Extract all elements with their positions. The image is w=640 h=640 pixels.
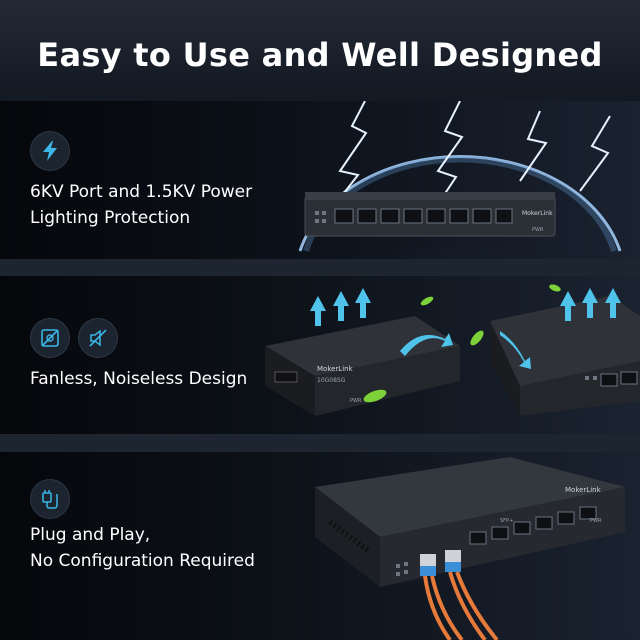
lightning-bolt-graphic bbox=[519, 110, 548, 182]
panel-divider bbox=[0, 259, 640, 276]
brand-label: MokerLink bbox=[317, 365, 354, 373]
network-switch-left: MokerLink 10G08SG PWR bbox=[265, 316, 460, 416]
leaf-decorations bbox=[363, 284, 561, 403]
airflow-illustration: MokerLink 10G08SG PWR bbox=[265, 284, 640, 416]
brand-label: MokerLink bbox=[565, 486, 602, 494]
model-label: 10G08SG bbox=[317, 377, 346, 384]
brand-label: MokerLink bbox=[522, 210, 553, 217]
network-switch-front: MokerLink PWR bbox=[304, 192, 556, 237]
lightning-protection-panel: 6KV Port and 1.5KV Power Lighting Protec… bbox=[0, 101, 640, 259]
panel-divider bbox=[0, 434, 640, 452]
no-fan-icon bbox=[30, 318, 70, 358]
plug-and-play-icon bbox=[30, 479, 70, 519]
feature-line: 6KV Port and 1.5KV Power bbox=[30, 182, 253, 202]
muted-speaker-icon bbox=[78, 318, 118, 358]
switch-with-fiber-illustration: MokerLink PWR SFP+ bbox=[315, 457, 625, 640]
lightning-dome-illustration: MokerLink PWR bbox=[290, 101, 630, 259]
lightning-bolt-graphic bbox=[329, 101, 368, 212]
power-label: PWR bbox=[590, 518, 602, 524]
sfp-label: SFP+ bbox=[500, 518, 513, 524]
feature-line: Lighting Protection bbox=[30, 208, 191, 228]
feature-text-plug-and-play: Plug and Play, No Configuration Required bbox=[30, 522, 255, 574]
feature-text-protection: 6KV Port and 1.5KV Power Lighting Protec… bbox=[30, 179, 252, 231]
power-label: PWR bbox=[532, 227, 544, 233]
feature-line: Plug and Play, bbox=[30, 525, 151, 545]
feature-text-fanless: Fanless, Noiseless Design bbox=[30, 366, 247, 392]
power-label: PWR bbox=[350, 398, 362, 404]
lightning-bolt-icon bbox=[30, 131, 70, 171]
lightning-bolt-graphic bbox=[436, 101, 464, 202]
fanless-panel: Fanless, Noiseless Design MokerLink 10G0… bbox=[0, 276, 640, 434]
airflow-arrows bbox=[310, 288, 621, 369]
plug-and-play-panel: Plug and Play, No Configuration Required bbox=[0, 452, 640, 640]
feature-line: No Configuration Required bbox=[30, 551, 255, 571]
network-switch-main: MokerLink PWR SFP+ bbox=[315, 457, 625, 587]
fiber-connectors bbox=[420, 550, 499, 640]
feature-line: Fanless, Noiseless Design bbox=[30, 369, 248, 389]
page-title: Easy to Use and Well Designed bbox=[37, 36, 603, 74]
lightning-bolt-graphic bbox=[579, 115, 611, 192]
